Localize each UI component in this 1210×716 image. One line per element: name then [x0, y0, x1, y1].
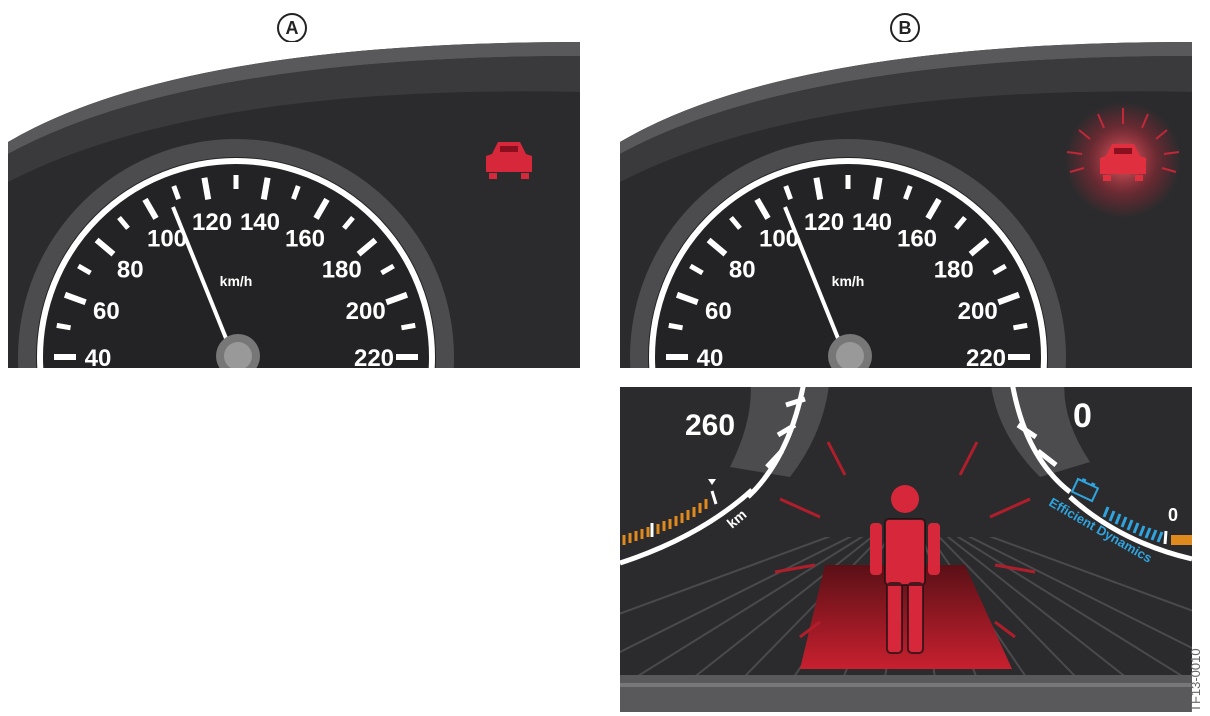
tick-label: 60 — [705, 298, 732, 325]
tick-label: 160 — [285, 225, 325, 252]
tick-mark — [669, 325, 683, 327]
tick-label: 80 — [729, 256, 756, 283]
label-b: B — [890, 13, 920, 43]
unit-label: km/h — [220, 273, 253, 289]
tick-label: 40 — [85, 345, 112, 368]
tick-label: 160 — [897, 225, 937, 252]
tick-label: 140 — [852, 209, 892, 236]
tick-label: 80 — [117, 256, 144, 283]
tick-mark — [401, 325, 415, 327]
efficient-dynamics-value: 0 — [1168, 505, 1178, 525]
tick-label: 120 — [192, 209, 232, 236]
tick-mark — [204, 178, 208, 200]
tick-mark — [264, 178, 268, 200]
panel-b-bottom: 260 0 km — [620, 387, 1192, 712]
tick-mark — [816, 178, 820, 200]
tick-label: 220 — [966, 345, 1006, 368]
unit-label: km/h — [832, 273, 865, 289]
label-a: A — [277, 13, 307, 43]
tick-mark — [57, 325, 71, 327]
tick-label: 60 — [93, 298, 120, 325]
tick-label: 200 — [346, 298, 386, 325]
tick-label: 200 — [958, 298, 998, 325]
car-warning-glow-icon — [1065, 102, 1181, 218]
tick-label: 140 — [240, 209, 280, 236]
tick-label: 40 — [697, 345, 724, 368]
image-code: TF13-0010 — [1188, 648, 1203, 712]
tick-label: 180 — [322, 256, 362, 283]
tick-label: 180 — [934, 256, 974, 283]
tick-label: 120 — [804, 209, 844, 236]
left-speed-label: 260 — [685, 409, 735, 442]
right-value-label: 0 — [1073, 397, 1092, 435]
pedestrian-display-svg: 260 0 km — [620, 387, 1192, 712]
tick-mark — [1013, 325, 1027, 327]
tick-label: 220 — [354, 345, 394, 368]
tick-mark — [876, 178, 880, 200]
